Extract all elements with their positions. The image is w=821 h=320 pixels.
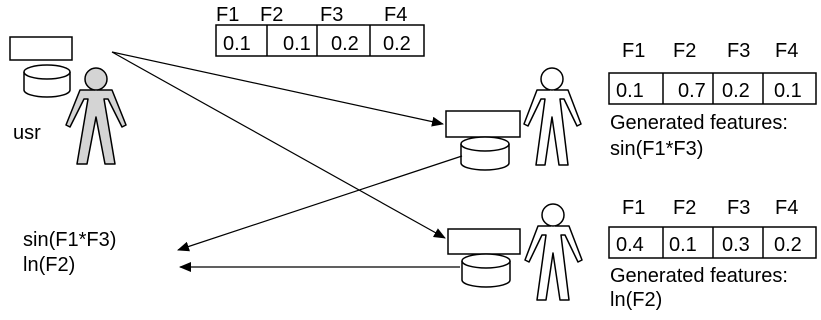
top-header-f1: F1 (216, 4, 239, 26)
server2-value-f2: 0.1 (669, 234, 697, 256)
server1-value-f1: 0.1 (616, 80, 644, 102)
user-person-icon (65, 67, 127, 165)
server2-generated-value: ln(F2) (610, 289, 662, 311)
top-value-f1: 0.1 (223, 33, 251, 55)
server1-database-icon (460, 136, 510, 171)
server1-client-icon (445, 110, 521, 171)
top-table-frame (215, 24, 425, 57)
arrow-user-to-server2 (111, 51, 446, 239)
server1-header-f2: F2 (673, 40, 696, 62)
user-database-icon (23, 64, 71, 98)
top-feature-table: F1 F2 F3 F4 0.1 0.1 0.2 0.2 (215, 4, 425, 57)
server2-value-f4: 0.2 (774, 234, 802, 256)
server1-generated-value: sin(F1*F3) (610, 138, 703, 160)
top-header-f3: F3 (320, 4, 343, 26)
server2-database-icon (461, 253, 511, 288)
arrow-user-to-server1 (111, 51, 444, 127)
server2-value-f1: 0.4 (616, 234, 644, 256)
top-header-f4: F4 (384, 4, 407, 26)
result-feature-2: ln(F2) (23, 254, 75, 276)
server1-header-f3: F3 (727, 40, 750, 62)
server2-monitor-icon (447, 228, 521, 255)
server1-monitor-icon (445, 110, 521, 138)
top-value-f3: 0.2 (331, 33, 359, 55)
server2-feature-table: F1 F2 F3 F4 0.4 0.1 0.3 0.2 (608, 197, 817, 259)
server2-client-icon (447, 228, 521, 288)
server1-person-icon (523, 67, 582, 166)
user-monitor-icon (9, 36, 73, 61)
server1-header-f4: F4 (775, 40, 798, 62)
server2-header-f1: F1 (622, 197, 645, 219)
server2-header-f4: F4 (775, 197, 798, 219)
top-value-f4: 0.2 (383, 33, 411, 55)
server1-header-f1: F1 (622, 40, 645, 62)
server2-header-f2: F2 (673, 197, 696, 219)
user-client-icon (9, 36, 73, 98)
server1-value-f3: 0.2 (722, 80, 750, 102)
top-header-f2: F2 (260, 4, 283, 26)
server2-person-icon (524, 203, 583, 301)
result-feature-1: sin(F1*F3) (23, 229, 116, 251)
server1-generated-label: Generated features: (610, 112, 788, 134)
flow-arrows (111, 51, 463, 272)
server2-value-f3: 0.3 (722, 234, 750, 256)
arrow-server1-to-result (177, 155, 463, 252)
server2-generated-label: Generated features: (610, 265, 788, 287)
user-label: usr (13, 122, 41, 144)
server1-value-f4: 0.1 (774, 80, 802, 102)
top-value-f2: 0.1 (283, 33, 311, 55)
server1-feature-table: F1 F2 F3 F4 0.1 0.7 0.2 0.1 (608, 40, 817, 105)
server2-header-f3: F3 (727, 197, 750, 219)
server1-value-f2: 0.7 (678, 80, 706, 102)
